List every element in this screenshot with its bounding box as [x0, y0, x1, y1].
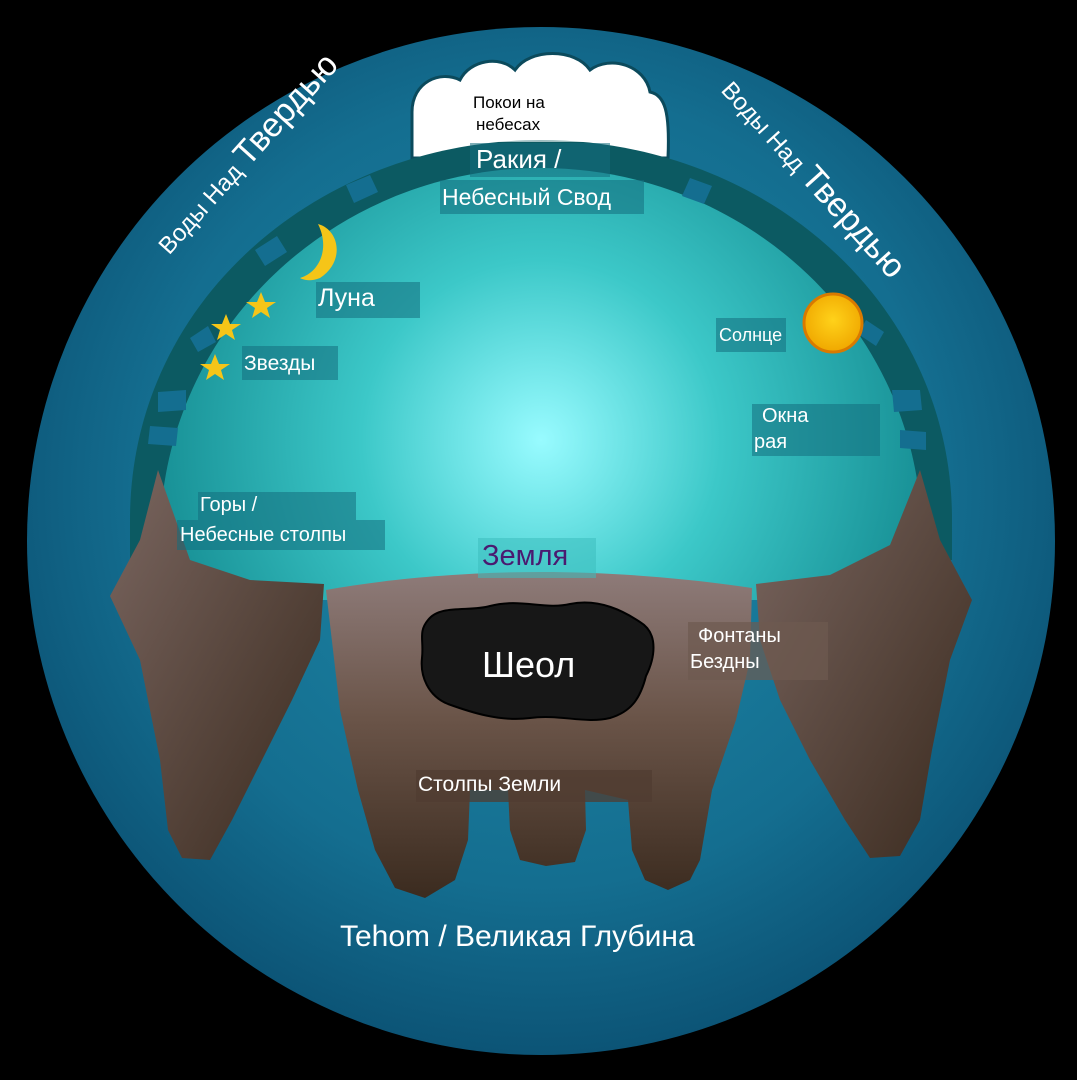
heaven-chambers-label-line2: небесах	[476, 115, 541, 134]
pillars-label-box	[416, 770, 652, 802]
fountains-label-line1: Фонтаны	[698, 625, 781, 647]
crescent-moon-icon	[300, 224, 337, 281]
fountains-label-box	[688, 622, 828, 680]
star-icon	[246, 292, 276, 318]
heaven-chambers-label-line1: Покои на	[473, 93, 545, 112]
earth-label: Земля	[482, 540, 569, 572]
windows-label-line1: Окна	[762, 405, 809, 427]
mountains-label-line2: Небесные столпы	[180, 524, 347, 546]
moon-label: Луна	[318, 284, 375, 312]
windows-label-box	[752, 404, 880, 456]
sheol-cave	[420, 601, 655, 721]
star-icon	[200, 354, 230, 380]
stars-label-box	[242, 346, 338, 380]
firmament-label-box-2	[440, 180, 644, 214]
stars-label: Звезды	[244, 352, 316, 375]
sun-label: Солнце	[719, 325, 783, 345]
sun-label-box	[716, 318, 786, 352]
firmament-label-line1: Ракия /	[476, 144, 562, 174]
mountains-label-box-1	[198, 492, 356, 520]
mountains-label-line1: Горы /	[200, 494, 258, 516]
sheol-label: Шеол	[482, 644, 576, 685]
stars-group	[200, 292, 276, 380]
mountains-label-box-2	[177, 520, 385, 550]
right-mountain-pillar	[756, 470, 972, 858]
firmament-label-box-1	[470, 143, 610, 177]
windows-label-line2: рая	[754, 431, 788, 453]
star-icon	[211, 314, 241, 340]
moon-label-box	[316, 282, 420, 318]
earth-label-box	[478, 538, 596, 578]
heaven-chambers-label-box	[424, 96, 600, 142]
windows-of-heaven	[148, 175, 926, 450]
left-mountain-pillar	[110, 470, 324, 860]
sun-icon	[802, 292, 864, 354]
tehom-label: Tehom / Великая Глубина	[340, 920, 695, 953]
pillars-label: Столпы Земли	[418, 773, 562, 796]
fountains-label-line2: Бездны	[690, 651, 760, 673]
firmament-label-line2: Небесный Свод	[442, 184, 612, 210]
